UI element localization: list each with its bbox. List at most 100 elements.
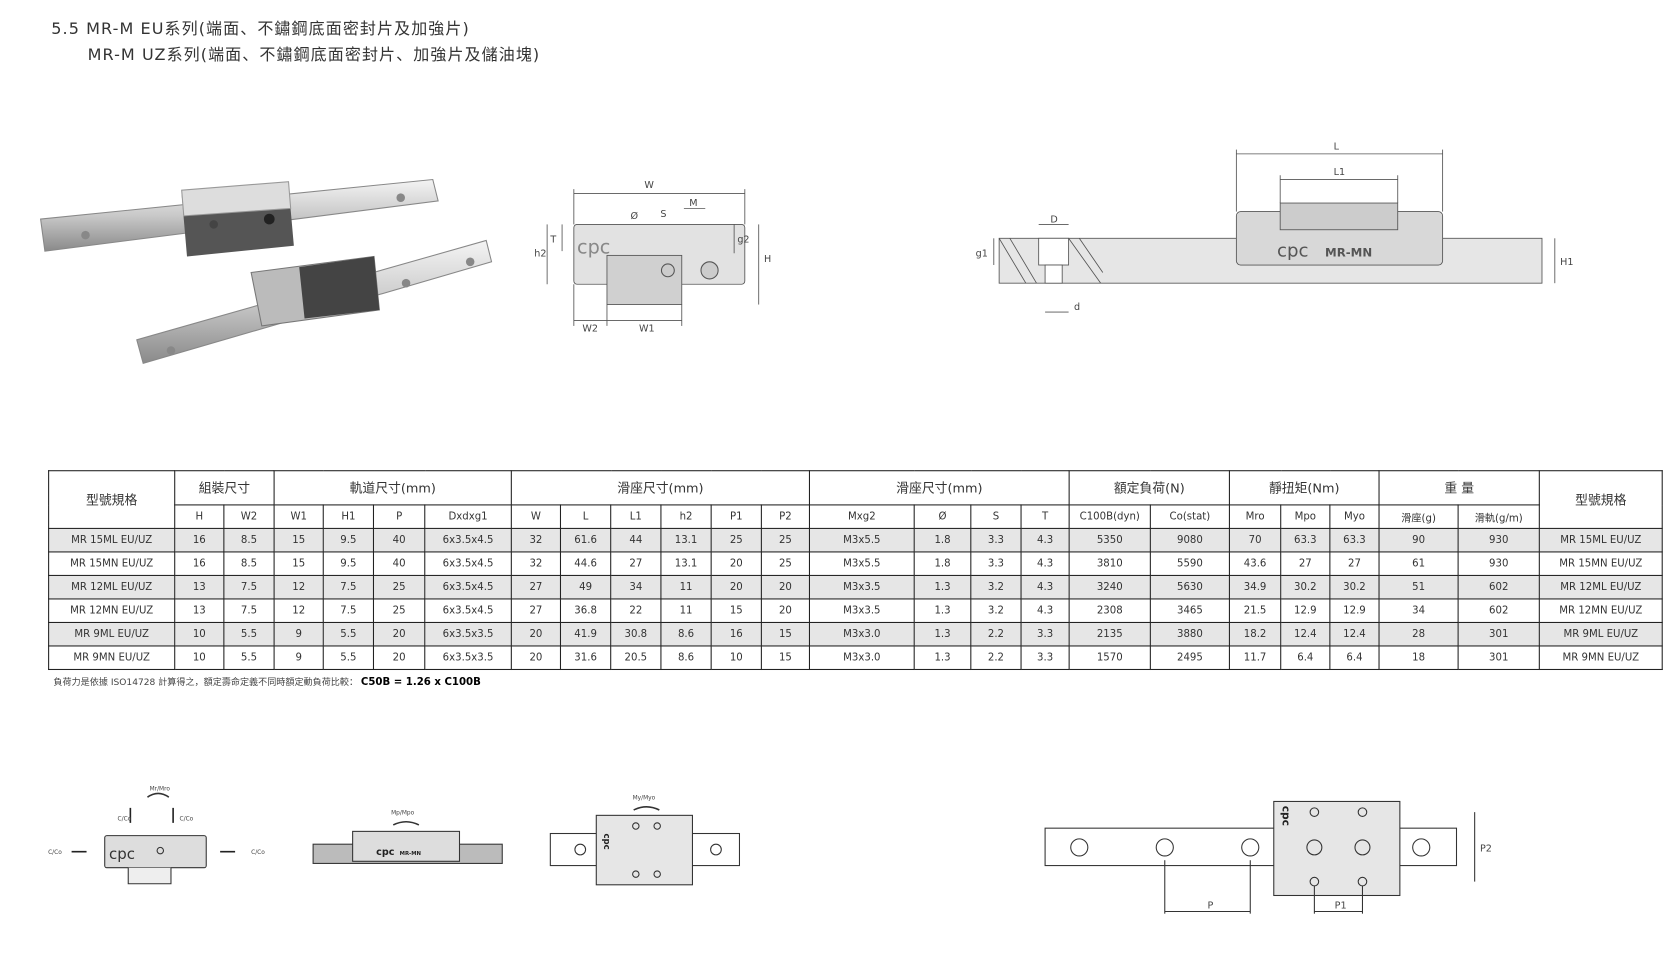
table-cell: 20: [372, 621, 426, 647]
slider-block: [181, 181, 294, 257]
column-header: h2: [660, 504, 712, 529]
table-cell: 20: [760, 574, 811, 600]
table-cell: 90: [1378, 527, 1459, 553]
table-cell: 2308: [1068, 598, 1151, 623]
table-cell: 7.5: [223, 574, 275, 600]
product-photo: [40, 178, 493, 364]
table-cell: M3x3.5: [808, 574, 915, 600]
table-cell: 34.9: [1228, 574, 1282, 600]
table-cell: 6x3.5x4.5: [424, 551, 512, 576]
table-cell: 8.5: [223, 527, 275, 553]
model-cell: MR 15MN EU/UZ: [48, 551, 176, 576]
table-cell: 6.4: [1280, 645, 1331, 671]
label-w1: W1: [639, 323, 655, 334]
table-cell: M3x5.5: [808, 527, 915, 553]
column-header: 滑座(g): [1378, 504, 1459, 529]
table-cell: 3.3: [970, 527, 1022, 553]
column-header: W2: [223, 504, 275, 529]
header-moment: 靜扭矩(Nm): [1228, 470, 1380, 506]
side-view-logo: cpc: [1277, 240, 1309, 261]
front-c-right: C/Co: [251, 850, 265, 856]
table-cell: 40: [372, 551, 426, 576]
table-cell: 15: [760, 621, 811, 647]
table-cell: 13: [174, 598, 225, 623]
table-cell: M3x3.0: [808, 621, 915, 647]
table-cell: 2.2: [970, 645, 1022, 671]
section-subtitle: MR-M UZ系列(端面、不鏽鋼底面密封片、加強片及儲油塊): [87, 44, 541, 65]
table-cell: 61: [1378, 551, 1459, 576]
table-cell: 63.3: [1280, 527, 1331, 553]
header-weight: 重 量: [1378, 470, 1540, 506]
label-w: W: [644, 180, 654, 191]
side-model: MR-MN: [400, 851, 421, 857]
side-view-drawing: cpc MR-MN L L1 D d g1 H1: [976, 142, 1574, 313]
column-header: L1: [610, 504, 662, 529]
table-cell: 16: [710, 621, 762, 647]
footnote: 負荷力是依據 ISO14728 計算得之，額定壽命定義不同時額定動負荷比較： C…: [53, 675, 480, 688]
label-w2: W2: [582, 323, 598, 334]
header-model: 型號規格: [48, 470, 176, 529]
column-header: W: [510, 504, 562, 529]
table-cell: 7.5: [322, 574, 375, 600]
table-cell: 20: [710, 574, 762, 600]
table-cell: 10: [710, 645, 762, 671]
table-cell: 25: [372, 574, 426, 600]
label-s: S: [660, 209, 666, 220]
column-header: S: [970, 504, 1022, 529]
label-m: M: [689, 198, 697, 209]
side-view-model: MR-MN: [1325, 245, 1372, 259]
column-header: P: [372, 504, 426, 529]
label-g1: g1: [976, 248, 988, 259]
side-moment-label: Mp/Mpo: [391, 810, 415, 816]
table-cell: 2495: [1149, 645, 1230, 671]
table-cell: 6x3.5x4.5: [424, 527, 512, 553]
table-cell: 1.3: [913, 598, 972, 623]
table-cell: 6x3.5x3.5: [424, 621, 512, 647]
table-cell: 32: [510, 551, 562, 576]
table-cell: 2.2: [970, 621, 1022, 647]
table-cell: 5.5: [322, 645, 375, 671]
section-title: 5.5 MR-M EU系列(端面、不鏽鋼底面密封片及加強片): [51, 19, 470, 39]
table-cell: 5.5: [223, 645, 275, 671]
label-d-lower: d: [1074, 302, 1080, 313]
label-p: P: [1208, 900, 1214, 911]
table-cell: 6x3.5x4.5: [424, 574, 512, 600]
table-cell: 70: [1228, 527, 1282, 553]
table-cell: 3.3: [1020, 621, 1070, 647]
table-cell: 51: [1378, 574, 1459, 600]
table-cell: 15: [710, 598, 762, 623]
column-header: L: [559, 504, 612, 529]
column-header: Mxg2: [808, 504, 915, 529]
table-cell: 4.3: [1020, 598, 1070, 623]
table-cell: 12.9: [1280, 598, 1331, 623]
table-cell: 43.6: [1228, 551, 1282, 576]
table-cell: 3880: [1149, 621, 1230, 647]
table-cell: 34: [610, 574, 662, 600]
model-cell: MR 9MN EU/UZ: [48, 645, 176, 671]
table-cell: 1.8: [913, 527, 972, 553]
table-cell: 8.5: [223, 551, 275, 576]
table-cell: 34: [1378, 598, 1459, 623]
table-cell: 61.6: [559, 527, 612, 553]
table-cell: 27: [1280, 551, 1331, 576]
header-load: 額定負荷(N): [1068, 470, 1230, 506]
table-cell: 30.2: [1329, 574, 1380, 600]
table-cell: 12: [273, 574, 324, 600]
footnote-text: 負荷力是依據 ISO14728 計算得之，額定壽命定義不同時額定動負荷比較：: [53, 677, 359, 689]
table-cell: 11: [660, 574, 712, 600]
load-diagram-top: My/Myo cpc: [549, 795, 741, 886]
table-cell: 3.3: [1020, 645, 1070, 671]
table-cell: 11.7: [1228, 645, 1282, 671]
table-cell: 4.3: [1020, 574, 1070, 600]
table-cell: 15: [273, 551, 324, 576]
table-cell: 11: [660, 598, 712, 623]
table-cell: 1.8: [913, 551, 972, 576]
table-cell: 13.1: [660, 551, 712, 576]
table-cell: 9080: [1149, 527, 1230, 553]
header-block: 滑座尺寸(mm): [510, 470, 811, 506]
model-cell: MR 12ML EU/UZ: [1538, 574, 1663, 600]
load-diagram-front: cpc Mr/Mro C/Co C/Co C/Co C/Co: [48, 787, 265, 885]
